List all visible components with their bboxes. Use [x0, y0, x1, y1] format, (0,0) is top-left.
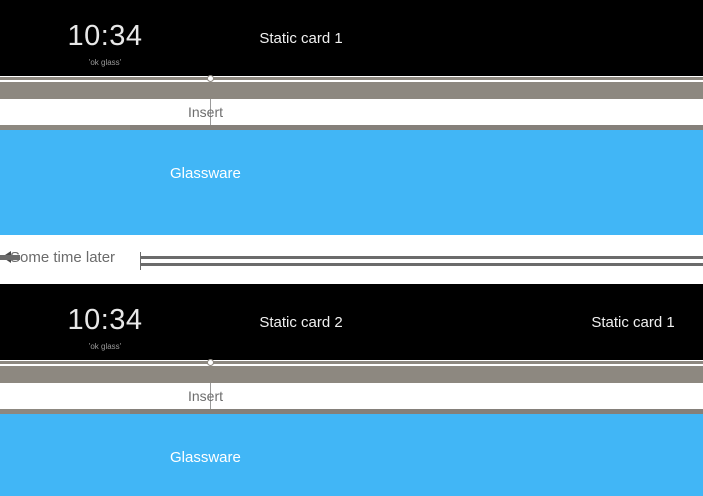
insert-label-before: Insert: [188, 104, 224, 120]
connector-band-after: [0, 366, 703, 383]
clock-card-after[interactable]: 10:34 'ok glass': [0, 284, 210, 360]
separator-arrow-shaft: [0, 255, 20, 260]
connector-band-lower-before: [0, 125, 703, 130]
separator-some-time-later: Some time later: [0, 240, 703, 280]
static-card-label: Static card 2: [259, 313, 343, 331]
static-card-1-after[interactable]: Static card 1: [563, 284, 703, 360]
insert-node-dot-after: [207, 359, 214, 366]
card-strip-before: 10:34 'ok glass' Static card 1: [0, 0, 703, 76]
connector-bar-left-top-after: [0, 361, 210, 365]
clock-time: 10:34: [67, 304, 143, 336]
clock-time: 10:34: [67, 20, 143, 52]
timeline-after: 10:34 'ok glass' Static card 2 Static ca…: [0, 284, 703, 496]
clock-voice-hint: 'ok glass': [88, 342, 122, 351]
insert-node-dot-before: [207, 75, 214, 82]
insert-tick-line-before: [210, 99, 211, 125]
glassware-card-before[interactable]: Glassware: [0, 130, 703, 235]
insert-band-before: Insert: [0, 99, 703, 125]
separator-label: Some time later: [10, 249, 116, 266]
separator-rule-top: [140, 256, 703, 259]
insert-band-after: Insert: [0, 383, 703, 409]
separator-tick-line: [140, 252, 141, 270]
static-card-2-after[interactable]: Static card 2: [210, 284, 392, 360]
glassware-card-after[interactable]: Glassware: [0, 414, 703, 496]
clock-card-before[interactable]: 10:34 'ok glass': [0, 0, 210, 76]
card-strip-after: 10:34 'ok glass' Static card 2 Static ca…: [0, 284, 703, 360]
connector-band-lower-left-before: [0, 125, 130, 130]
separator-rule-bottom: [140, 263, 703, 266]
connector-gap-left-before: [0, 80, 210, 82]
connector-band-lower-after: [0, 409, 703, 414]
glassware-label-before: Glassware: [170, 165, 241, 182]
static-card-label: Static card 1: [259, 29, 343, 47]
static-card-label: Static card 1: [591, 313, 675, 331]
connector-band-before: [0, 82, 703, 99]
connector-bar-left-top-before: [0, 77, 210, 81]
glassware-label-after: Glassware: [170, 449, 241, 466]
connector-gap-left-after: [0, 364, 210, 366]
static-card-1-before[interactable]: Static card 1: [210, 0, 392, 76]
clock-voice-hint: 'ok glass': [88, 58, 122, 67]
connector-gap-right-before: [211, 80, 703, 82]
insert-tick-line-after: [210, 383, 211, 409]
connector-bar-right-top-after: [211, 361, 703, 365]
insert-label-after: Insert: [188, 388, 224, 404]
connector-band-lower-left-after: [0, 409, 130, 414]
timeline-before: 10:34 'ok glass' Static card 1 Insert Gl…: [0, 0, 703, 240]
connector-bar-right-top-before: [211, 77, 703, 81]
connector-gap-right-after: [211, 364, 703, 366]
